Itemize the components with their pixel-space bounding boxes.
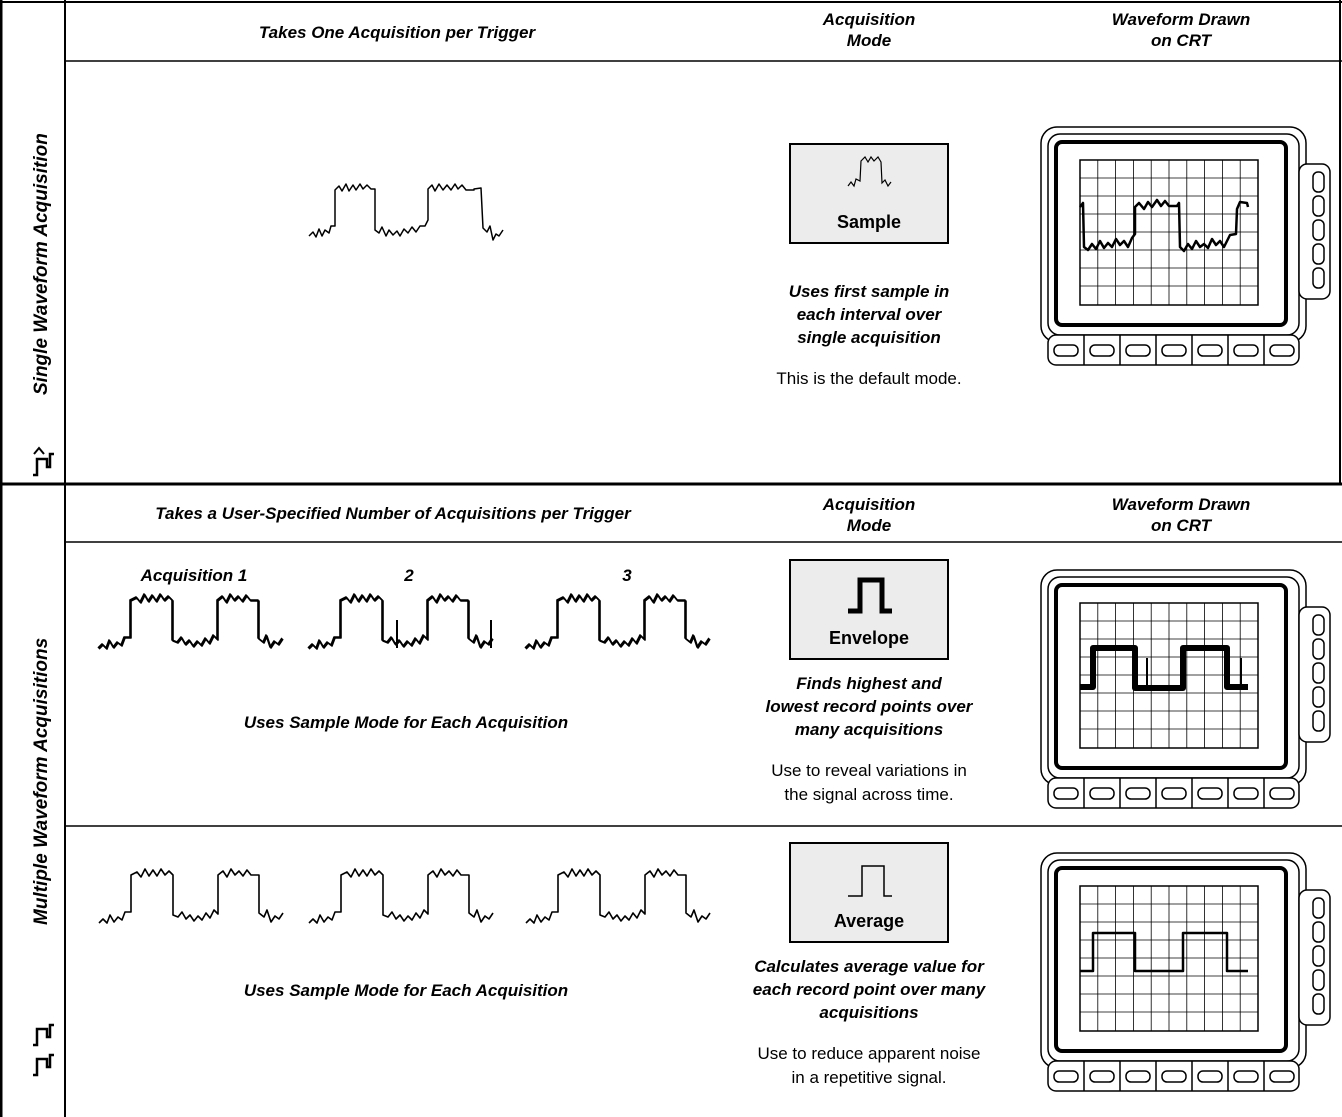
envelope-mode-button[interactable]: Envelope: [789, 559, 949, 660]
single-trigger-icon: [33, 452, 54, 477]
average-mode-icon: [848, 865, 892, 897]
multiple-side-text: Multiple Waveform Acquisitions: [31, 638, 52, 925]
average-note-1: Use to reduce apparent noise: [757, 1044, 980, 1063]
average-note-2: in a repetitive signal.: [792, 1068, 947, 1087]
crt-screen-icon: [1039, 568, 1332, 810]
envelope-desc-2: lowest record points over: [766, 697, 974, 716]
sample-desc-2: each interval over: [797, 305, 943, 324]
sample-mode-label: Sample: [837, 212, 901, 232]
single-crt-header-1: Waveform Drawn: [1112, 10, 1251, 29]
envelope-note-2: the signal across time.: [784, 785, 953, 804]
envelope-note-1: Use to reveal variations in: [771, 761, 967, 780]
envelope-mode-icon: [848, 577, 892, 614]
crt-screen-icon: [1039, 851, 1332, 1093]
sample-mode-icon: [847, 155, 892, 188]
multiple-side-label: Multiple Waveform Acquisitions: [31, 638, 54, 1077]
envelope-acquisition-waveforms: [97, 593, 710, 649]
sample-desc-1: Uses first sample in: [789, 282, 950, 301]
multiple-crt-header-2: on CRT: [1151, 516, 1213, 535]
multiple-mode-header-2: Mode: [847, 516, 891, 535]
average-desc-1: Calculates average value for: [754, 957, 985, 976]
multi-trigger-icon: [33, 1023, 54, 1077]
single-crt-header-2: on CRT: [1151, 31, 1213, 50]
average-acquisition-waveforms: [98, 868, 711, 924]
single-side-label: Single Waveform Acquisition: [31, 133, 54, 477]
acquisition-label-3: 3: [622, 566, 632, 585]
average-desc-2: each record point over many: [753, 980, 987, 999]
single-mode-header-2: Mode: [847, 31, 891, 50]
acquisition-label-1: Acquisition 1: [140, 566, 248, 585]
average-mode-button[interactable]: Average: [789, 842, 949, 943]
sample-desc-3: single acquisition: [797, 328, 941, 347]
envelope-acquisition-waveforms-bold: [98, 594, 711, 650]
envelope-desc-1: Finds highest and: [796, 674, 942, 693]
envelope-mode-label: Envelope: [829, 628, 909, 648]
envelope-caption: Uses Sample Mode for Each Acquisition: [244, 713, 568, 732]
average-mode-label: Average: [834, 911, 904, 931]
acquisition-label-2: 2: [403, 566, 414, 585]
average-caption: Uses Sample Mode for Each Acquisition: [244, 981, 568, 1000]
single-acquisition-waveform: [308, 183, 504, 241]
multiple-mode-header-1: Acquisition: [822, 495, 916, 514]
multiple-crt-header-1: Waveform Drawn: [1112, 495, 1251, 514]
sample-mode-button[interactable]: Sample: [789, 143, 949, 244]
crt-screen-icon: [1039, 125, 1332, 367]
single-side-text: Single Waveform Acquisition: [31, 133, 52, 395]
multiple-header: Takes a User-Specified Number of Acquisi…: [155, 504, 632, 523]
single-header: Takes One Acquisition per Trigger: [259, 23, 537, 42]
average-desc-3: acquisitions: [819, 1003, 918, 1022]
envelope-desc-3: many acquisitions: [795, 720, 943, 739]
single-mode-header-1: Acquisition: [822, 10, 916, 29]
sample-note: This is the default mode.: [776, 369, 961, 388]
